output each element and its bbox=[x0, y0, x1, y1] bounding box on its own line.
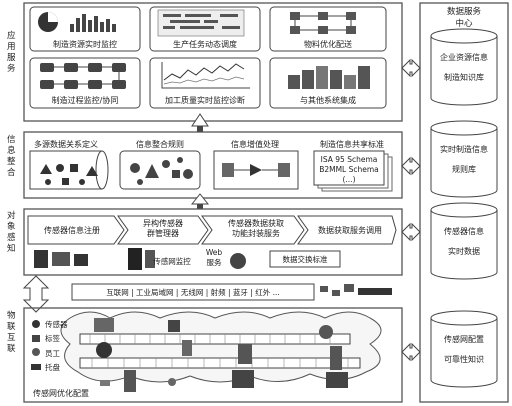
network-bar bbox=[71, 283, 315, 301]
layer-label-app: 应用服务 bbox=[7, 30, 16, 74]
layer-label-sense: 对象感知 bbox=[7, 210, 16, 254]
network-devices bbox=[320, 284, 392, 296]
perception-label-3: 传感器数据获取功能封装服务 bbox=[228, 218, 284, 238]
sensor-icon bbox=[32, 320, 40, 328]
arrow-iot-datacenter bbox=[401, 342, 421, 362]
staff-icon bbox=[32, 348, 40, 356]
data-store-4-label-1: 传感网配置 bbox=[444, 334, 484, 344]
info-layer-frame bbox=[23, 131, 403, 199]
sensor-net-opt-label: 传感网优化配置 bbox=[33, 388, 89, 398]
conveyor-belts bbox=[79, 333, 361, 369]
perception-label-2: 异构传感器群管理器 bbox=[143, 218, 183, 238]
exchange-std-label: 数据交换标准 bbox=[283, 254, 328, 264]
layer-label-iot: 物联互联 bbox=[7, 310, 16, 354]
data-store-1-label-2: 制造知识库 bbox=[444, 72, 484, 82]
data-store-1-label-1: 企业资源信息 bbox=[440, 52, 488, 62]
app-layer-frame bbox=[23, 2, 403, 122]
info-label-4: 制造信息共享标准 bbox=[320, 139, 384, 149]
legend-staff: 员工 bbox=[45, 349, 60, 358]
legend-sensor: 传感器 bbox=[45, 319, 68, 329]
app-service-row-1: 制造资源实时监控 生产任务动态调度 物料优化配送 bbox=[29, 6, 387, 52]
perception-label-4: 数据获取服务调用 bbox=[318, 225, 382, 235]
legend-pallet: 托盘 bbox=[45, 362, 60, 372]
app-service-label-3: 物料优化配送 bbox=[304, 39, 352, 49]
info-label-1: 多源数据关系定义 bbox=[34, 139, 98, 149]
sensor-net-monitor-label: 传感网监控 bbox=[153, 256, 191, 266]
globe-icon bbox=[230, 253, 246, 269]
arrow-sense-datacenter bbox=[401, 222, 421, 242]
robots bbox=[94, 318, 348, 392]
data-store-2-label-2: 规则库 bbox=[452, 164, 476, 174]
app-service-label-4: 制造过程监控/协同 bbox=[52, 95, 119, 105]
perception-label-1: 传感器信息注册 bbox=[44, 225, 100, 235]
app-service-label-1: 制造资源实时监控 bbox=[53, 39, 117, 49]
arrow-app-datacenter bbox=[401, 58, 421, 78]
sense-layer-frame bbox=[23, 208, 403, 276]
tag-icon bbox=[32, 335, 40, 342]
data-store-3-label-2: 实时数据 bbox=[448, 246, 480, 256]
data-store-4-label-2: 可靠性知识 bbox=[444, 354, 484, 364]
layer-data-arrows bbox=[401, 58, 421, 362]
app-service-label-2: 生产任务动态调度 bbox=[173, 39, 237, 49]
double-arrow-sense-iot bbox=[22, 275, 50, 313]
iot-legend: 传感器 标签 员工 托盘 传感网优化配置 bbox=[31, 319, 89, 398]
layer-labels: 应用服务 信息整合 对象感知 物联互联 bbox=[7, 30, 16, 354]
iot-layer-frame bbox=[23, 307, 403, 403]
legend-tag: 标签 bbox=[45, 333, 60, 343]
data-center-title-2: 中心 bbox=[455, 18, 473, 29]
arrow-info-datacenter bbox=[401, 156, 421, 176]
pallet-icon bbox=[31, 364, 41, 370]
perception-chevrons: 传感器信息注册 异构传感器群管理器 传感器数据获取功能封装服务 数据获取服务调用 bbox=[27, 215, 397, 245]
info-label-3: 信息增值处理 bbox=[231, 139, 279, 149]
std-isa95: ISA 95 Schema bbox=[321, 155, 378, 164]
data-center-title-1: 数据服务 bbox=[447, 6, 482, 17]
std-b2mml: B2MML Schema bbox=[319, 165, 379, 174]
info-label-2: 信息整合规则 bbox=[136, 139, 184, 149]
app-service-row-2: 制造过程监控/协同 加工质量实时监控诊断 与其他系统集成 bbox=[29, 57, 387, 109]
std-more: (...) bbox=[342, 175, 355, 184]
data-store-2-label-1: 实时制造信息 bbox=[440, 144, 488, 154]
app-service-label-5: 加工质量实时监控诊断 bbox=[165, 95, 245, 105]
network-label: 互联网 | 工业局域网 | 无线网 | 射频 | 蓝牙 | 红外 ... bbox=[106, 287, 280, 297]
data-store-3-label-1: 传感器信息 bbox=[444, 226, 484, 236]
info-integration-boxes: 多源数据关系定义 信息整合规则 信息增值处理 制造信息共享标准 ISA 95 S… bbox=[29, 139, 393, 192]
layer-label-info: 信息整合 bbox=[7, 134, 16, 178]
app-service-label-6: 与其他系统集成 bbox=[300, 95, 356, 105]
